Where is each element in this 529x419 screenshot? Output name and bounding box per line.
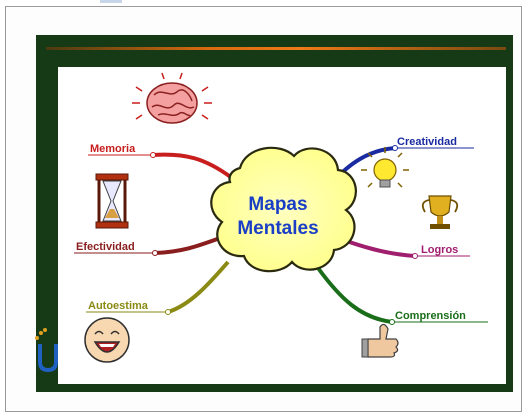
label-autoestima: Autoestima [88,300,149,312]
lightbulb-icon [361,147,409,188]
site-logo [35,328,58,373]
slide-top-stripe [46,47,506,50]
branch-line-autoestima [167,260,230,314]
brain-icon [132,72,212,124]
branch-line-efectividad [154,236,221,255]
trophy-icon [421,195,459,229]
center-cloud [210,146,357,273]
hourglass-icon [95,173,129,229]
branch-line-memoria [152,152,234,180]
center-title-line1: Mapas [248,194,307,215]
label-comprension: Comprensión [395,310,466,322]
center-title-line2: Mentales [237,218,318,239]
branch-line-comprension [316,266,393,324]
label-efectividad: Efectividad [76,241,135,253]
laughing-face-icon [84,317,130,363]
thumbs-up-icon [361,323,399,358]
label-memoria: Memoria [90,143,136,155]
branch-lines [74,145,488,325]
top-tab-mark [100,0,122,9]
label-creatividad: Creatividad [397,136,457,148]
label-logros: Logros [421,244,458,256]
